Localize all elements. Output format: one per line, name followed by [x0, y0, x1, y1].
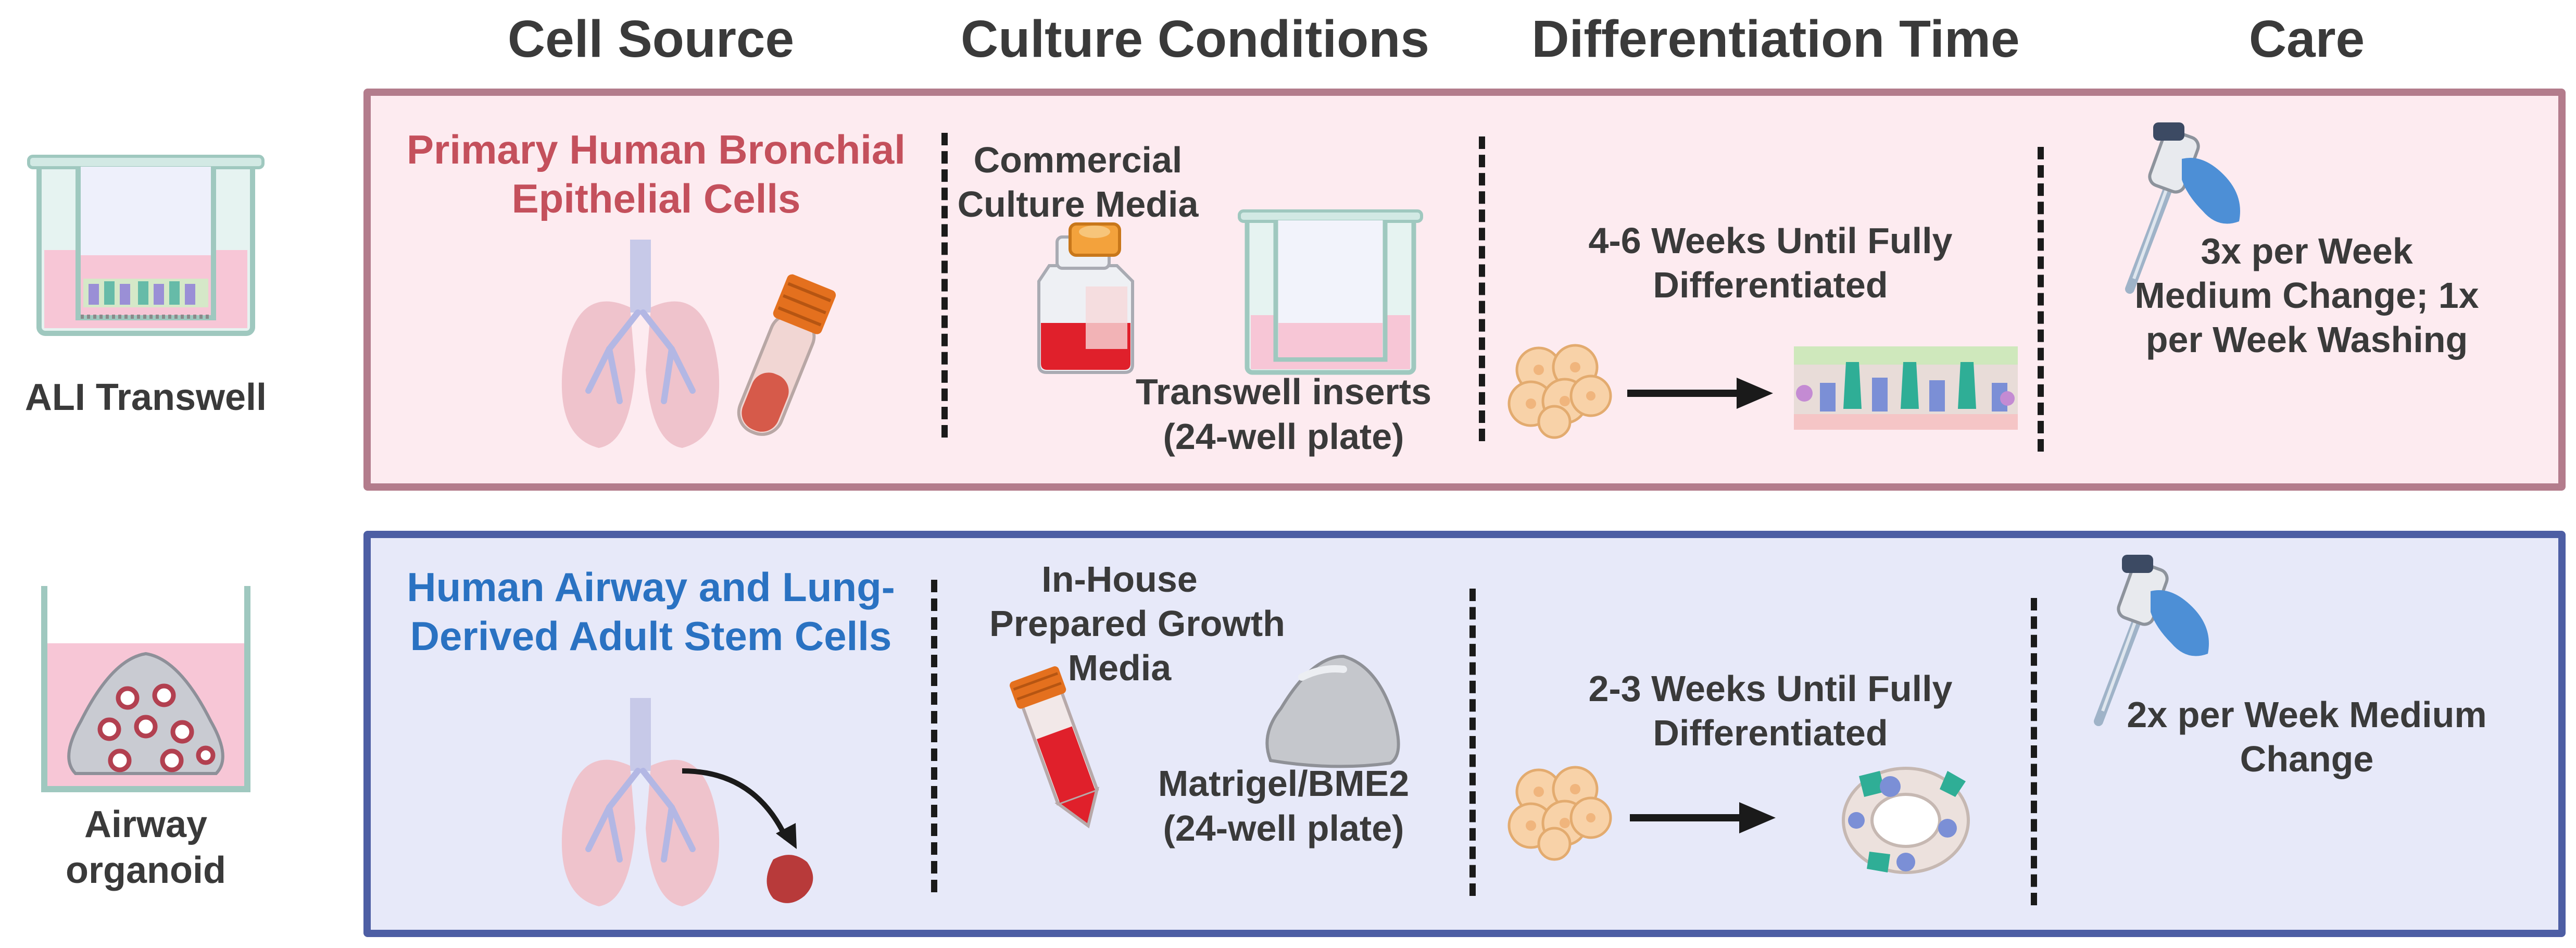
- ali-time-line1: 4-6 Weeks Until Fully: [1588, 220, 1953, 261]
- arrow-right-icon-organoid: [1630, 802, 1776, 833]
- organoid-time-line1: 2-3 Weeks Until Fully: [1588, 668, 1953, 709]
- cell-cluster-icon-organoid: [1507, 766, 1612, 861]
- header-differentiation-time: Differentiation Time: [1531, 10, 2020, 68]
- organoid-media-line2: Prepared Growth: [989, 603, 1285, 644]
- organoid-divider-3: [2031, 598, 2037, 905]
- header-cell-source: Cell Source: [507, 10, 795, 68]
- airway-organoid-label-line2: organoid: [66, 850, 226, 891]
- pipette-icon-organoid: [2094, 555, 2209, 726]
- organoid-matrix-line2: (24-well plate): [1163, 808, 1404, 849]
- header-culture-conditions: Culture Conditions: [961, 10, 1429, 68]
- matrigel-dome-icon: [1265, 654, 1400, 768]
- organoid-divider-1: [931, 580, 937, 892]
- ali-insert-line1: Transwell inserts: [1135, 371, 1432, 412]
- organoid-matrix-line1: Matrigel/BME2: [1158, 763, 1410, 804]
- lungs-icon-organoid: [561, 698, 720, 906]
- organoid-ring-icon: [1842, 767, 1970, 874]
- header-care: Care: [2248, 10, 2365, 68]
- organoid-time-line2: Differentiated: [1653, 713, 1888, 753]
- curved-arrow-icon: [682, 768, 813, 903]
- ali-cell-source-line1: Primary Human Bronchial: [407, 127, 906, 172]
- ali-divider-2: [1479, 136, 1485, 441]
- ali-transwell-icon: [27, 155, 265, 336]
- differentiated-epithelium-icon: [1794, 346, 2018, 430]
- sample-tube-icon: [737, 274, 836, 436]
- transwell-insert-icon: [1238, 209, 1423, 375]
- ali-transwell-panel: [363, 89, 2566, 491]
- cell-cluster-icon-ali: [1507, 344, 1612, 439]
- ali-care-line2: Medium Change; 1x: [2134, 275, 2479, 316]
- organoid-cell-source-line2: Derived Adult Stem Cells: [410, 613, 892, 659]
- airway-organoid-label-line1: Airway: [84, 804, 208, 845]
- ali-media-line2: Culture Media: [957, 184, 1199, 224]
- airway-organoid-icon: [41, 586, 250, 792]
- ali-care-line1: 3x per Week: [2201, 231, 2413, 271]
- ali-time-line2: Differentiated: [1653, 265, 1888, 305]
- ali-cell-source-line2: Epithelial Cells: [511, 176, 801, 221]
- ali-divider-1: [941, 133, 948, 438]
- ali-insert-line2: (24-well plate): [1163, 416, 1404, 457]
- organoid-care-line1: 2x per Week Medium: [2127, 694, 2487, 735]
- lungs-icon: [561, 240, 720, 448]
- arrow-right-icon-ali: [1627, 378, 1773, 409]
- conical-tube-icon: [1009, 666, 1100, 829]
- organoid-media-line3: Media: [1067, 647, 1172, 688]
- organoid-cell-source-line1: Human Airway and Lung-: [407, 564, 895, 610]
- organoid-care-line2: Change: [2240, 739, 2374, 779]
- organoid-divider-2: [1469, 589, 1476, 896]
- airway-organoid-panel: [363, 531, 2566, 937]
- ali-transwell-label: ALI Transwell: [24, 377, 267, 418]
- organoid-media-line1: In-House: [1041, 559, 1198, 600]
- pipette-icon-ali: [2125, 122, 2240, 294]
- ali-media-line1: Commercial: [973, 140, 1183, 180]
- ali-divider-3: [2038, 147, 2044, 452]
- culture-flask-icon: [1037, 222, 1134, 374]
- ali-care-line3: per Week Washing: [2145, 319, 2468, 360]
